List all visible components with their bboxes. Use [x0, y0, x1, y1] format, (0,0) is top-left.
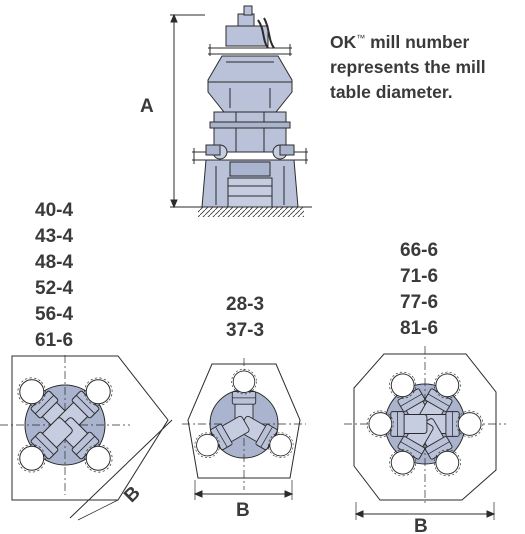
mill-size: 71-6 [400, 266, 439, 287]
plan-view-3-roller [182, 358, 306, 500]
size-list-4-roller: 40-4 43-4 48-4 52-4 56-4 61-6 [35, 198, 73, 354]
mill-size: 28-3 [226, 294, 265, 315]
dimension-a-label: A [140, 96, 154, 117]
mill-number-note: OK™ mill number represents the mill tabl… [330, 26, 525, 105]
mill-size: 40-4 [35, 200, 74, 221]
mill-size: 52-4 [35, 278, 74, 299]
mill-size: 37-3 [226, 320, 265, 341]
size-list-6-roller: 66-6 71-6 77-6 81-6 [400, 238, 438, 342]
mill-size: 81-6 [400, 318, 439, 339]
note-line-2: represents the mill [330, 57, 486, 77]
mill-size: 77-6 [400, 292, 439, 313]
mill-size: 61-6 [35, 330, 74, 351]
mill-size: 56-4 [35, 304, 74, 325]
size-list-3-roller: 28-3 37-3 [226, 292, 264, 344]
mill-size: 48-4 [35, 252, 74, 273]
mill-size: 43-4 [35, 226, 74, 247]
dimension-b-label-right: B [414, 516, 428, 534]
mill-size: 66-6 [400, 240, 439, 261]
note-line-1: OK™ mill number [330, 32, 470, 52]
plan-view-4-roller [0, 355, 173, 521]
plan-view-6-roller [344, 346, 506, 520]
mill-elevation-drawing [170, 5, 312, 217]
note-line-3: table diameter. [330, 82, 453, 102]
dimension-b-label-middle: B [236, 500, 250, 521]
